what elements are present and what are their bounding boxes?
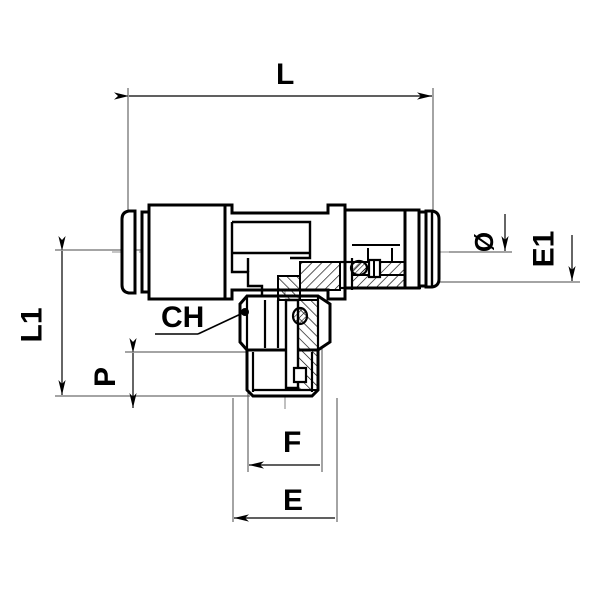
dimension-label-P: P <box>89 366 123 388</box>
o-ring-seal-branch <box>291 306 309 326</box>
o-ring-seal-right <box>349 259 369 277</box>
right-section-cutaway <box>340 244 421 290</box>
dimension-label-F: F <box>283 426 302 459</box>
dimension-label-CH: CH <box>161 301 205 334</box>
internal-bore-detail <box>230 220 312 300</box>
collet-teeth-branch <box>292 366 308 384</box>
dimension-label-L: L <box>276 58 295 91</box>
left-collet-assembly <box>120 203 227 301</box>
ch-leader <box>155 311 246 335</box>
dimension-label-L1: L1 <box>15 307 49 343</box>
branch-leg <box>238 294 332 398</box>
junction-hatching <box>277 261 341 301</box>
right-body-end <box>403 208 421 290</box>
dimension-label-E1: E1 <box>527 230 561 268</box>
left-release-ring <box>120 209 137 295</box>
dimension-lines <box>58 92 576 522</box>
dimension-label-E: E <box>283 484 304 517</box>
dimension-label-diameter: Ø <box>469 231 500 253</box>
right-collet-assembly <box>403 208 441 290</box>
left-body-barrel <box>147 203 227 301</box>
